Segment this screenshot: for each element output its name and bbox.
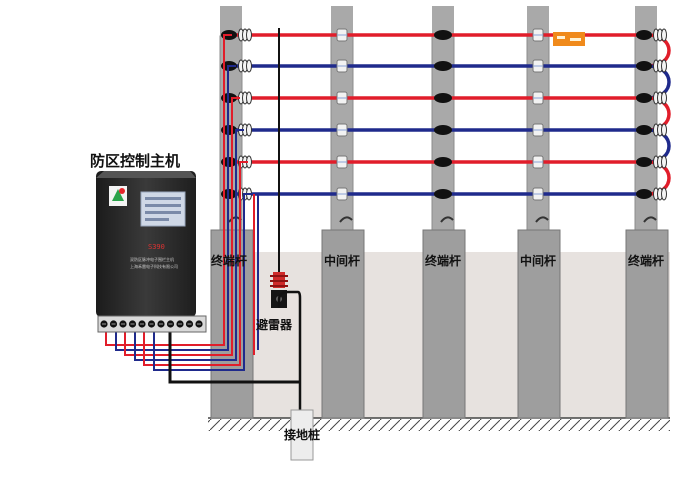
pole-bracket-icon: [535, 216, 549, 223]
insulator-disc-icon: [246, 59, 252, 73]
pole-base: [517, 229, 561, 419]
pole-bracket-icon: [643, 216, 657, 223]
device-maker: 上海禾雷电子科技有限公司: [130, 264, 178, 269]
ground-stake: [290, 409, 314, 461]
insulator-disc-icon: [246, 28, 252, 42]
pole-base: [625, 229, 669, 419]
controller-title: 防区控制主机: [90, 152, 181, 170]
ground-stake-label: 接地桩: [284, 428, 321, 442]
controller-lead-wire: [115, 65, 236, 351]
warning-sign-mark: [557, 36, 565, 39]
controller-lead-wire: [124, 97, 240, 356]
screen-line: [145, 218, 169, 221]
insulator-disc-icon: [246, 123, 252, 137]
pole-top: [432, 6, 454, 36]
insulator-disc-icon: [661, 155, 667, 169]
pole-bracket-icon: [339, 216, 353, 223]
terminal-insulator-icon: [636, 93, 652, 103]
controller-top: [96, 171, 196, 178]
insulator-icon: [434, 61, 452, 71]
warning-sign-mark: [570, 38, 581, 41]
insulator-icon: [434, 125, 452, 135]
insulator-disc-icon: [246, 91, 252, 105]
insulator-disc-icon: [661, 123, 667, 137]
controller-lead-wire: [134, 129, 244, 361]
screen-line: [145, 211, 181, 214]
insulator-icon: [434, 30, 452, 40]
screen-line: [145, 197, 181, 200]
pole-label-middle-1: 中间杆: [324, 254, 361, 268]
insulator-disc-icon: [661, 59, 667, 73]
controller-lead-wire: [105, 34, 232, 346]
ground-hatch: [208, 419, 670, 431]
device-model: S390: [148, 243, 165, 251]
screen-line: [145, 204, 181, 207]
insulator-icon: [434, 189, 452, 199]
pole-bracket-icon: [440, 216, 454, 223]
pole-top: [635, 6, 657, 36]
pole-label-end-2: 终端杆: [425, 254, 462, 268]
arrester-ground-wire: [277, 290, 302, 412]
terminal-insulator-icon: [636, 157, 652, 167]
insulator-disc-icon: [661, 91, 667, 105]
controller-ground-wire: [168, 332, 300, 384]
pole-label-end-1: 终端杆: [211, 254, 248, 268]
lightning-arrester-label: 避雷器: [256, 318, 293, 332]
insulator-icon: [434, 157, 452, 167]
pole-base: [422, 229, 466, 419]
terminal-insulator-icon: [636, 30, 652, 40]
pole-top: [527, 6, 549, 36]
controller-lead-wire: [143, 161, 248, 366]
terminal-insulator-icon: [636, 125, 652, 135]
insulator-disc-icon: [661, 187, 667, 201]
pole-label-middle-2: 中间杆: [520, 254, 557, 268]
pole-top: [331, 6, 353, 36]
terminal-insulator-icon: [636, 189, 652, 199]
warning-sign: [553, 32, 585, 46]
terminal-insulator-icon: [636, 61, 652, 71]
pole-top: [220, 6, 242, 36]
pole-label-end-3: 终端杆: [628, 254, 665, 268]
brand-logo-mark: [112, 189, 124, 201]
pole-base: [321, 229, 365, 419]
controller-unit: [96, 171, 207, 333]
brand-logo-dot: [119, 188, 125, 194]
insulator-disc-icon: [661, 28, 667, 42]
controller-lead-wire: [153, 193, 252, 371]
insulator-icon: [434, 93, 452, 103]
device-caption: 双防区脉冲电子围栏主机: [130, 257, 174, 262]
